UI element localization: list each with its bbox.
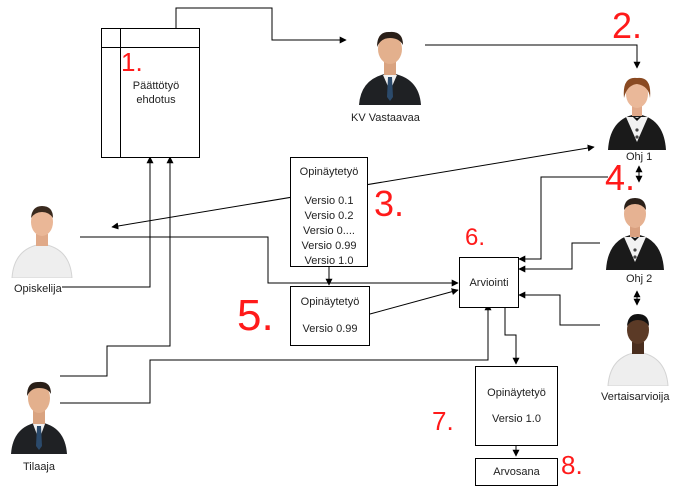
ohj2-avatar (606, 198, 664, 270)
step-number-5: 5. (237, 291, 274, 340)
version-10-title: Opinäytetyö (487, 387, 546, 399)
ohj1-label: Ohj 1 (626, 151, 653, 163)
edge-tilaaja-arviointi (60, 303, 492, 404)
step-number-4: 4. (605, 157, 636, 198)
arvosana-label: Arvosana (493, 466, 540, 478)
arviointi-box: Arviointi (459, 257, 519, 308)
version-item: Versio 1.0 (304, 255, 354, 267)
kv-vastaavaa-avatar (359, 31, 421, 105)
edge-ohj1-arviointi (518, 176, 608, 263)
edge-099-arviointi (369, 288, 459, 315)
step-number-2: 2. (612, 5, 643, 46)
arviointi-label: Arviointi (469, 277, 509, 289)
step-number-6: 6. (465, 224, 486, 251)
edge-opiskelija-proposal (62, 156, 154, 288)
versions-box-title: Opinäytetyö (299, 166, 359, 178)
vertaisarvioija-avatar (607, 314, 669, 386)
vertaisarvioija-label: Vertaisarvioija (601, 391, 670, 403)
step-number-3: 3. (374, 183, 405, 224)
version-10-version: Versio 1.0 (492, 413, 541, 425)
tilaaja-avatar (11, 381, 67, 454)
ohj1-avatar (608, 77, 666, 150)
ohj2-label: Ohj 2 (626, 273, 653, 285)
tilaaja-label: Tilaaja (23, 461, 55, 473)
arvosana-box: Arvosana (475, 458, 558, 486)
edge-opiskelija-arviointi (80, 236, 459, 287)
step-number-1: 1. (121, 47, 143, 77)
version-item: Versio 0.1 (304, 195, 354, 207)
proposal-side-rule (120, 29, 121, 157)
version-099-title: Opinäytetyö (300, 296, 360, 308)
step-number-7: 7. (432, 406, 454, 436)
step-number-8: 8. (561, 450, 583, 480)
edge-proposal-kv (175, 7, 347, 44)
proposal-document: Päättötyö ehdotus (101, 28, 200, 158)
edge-ohj2-arviointi (518, 242, 600, 273)
edge-tilaaja-proposal (60, 156, 174, 377)
edge-kv-ohj1 (425, 44, 641, 69)
edge-vertais-arviointi (518, 291, 600, 326)
versions-box: Opinäytetyö Versio 0.1 Versio 0.2 Versio… (290, 157, 368, 267)
version-item: Versio 0.2 (304, 210, 354, 222)
version-item: Versio 0.... (303, 225, 355, 237)
version-item: Versio 0.99 (301, 240, 357, 252)
proposal-title: Päättötyö ehdotus (132, 80, 180, 106)
kv-vastaavaa-label: KV Vastaavaa (351, 112, 420, 124)
opiskelija-avatar (11, 206, 73, 278)
version-10-box: Opinäytetyö Versio 1.0 (475, 366, 558, 446)
edge-arviointi-10 (504, 308, 520, 365)
proposal-top-rule (102, 47, 199, 48)
opiskelija-label: Opiskelija (14, 283, 62, 295)
version-099-box: Opinäytetyö Versio 0.99 (290, 286, 370, 346)
version-099-version: Versio 0.99 (302, 323, 358, 335)
